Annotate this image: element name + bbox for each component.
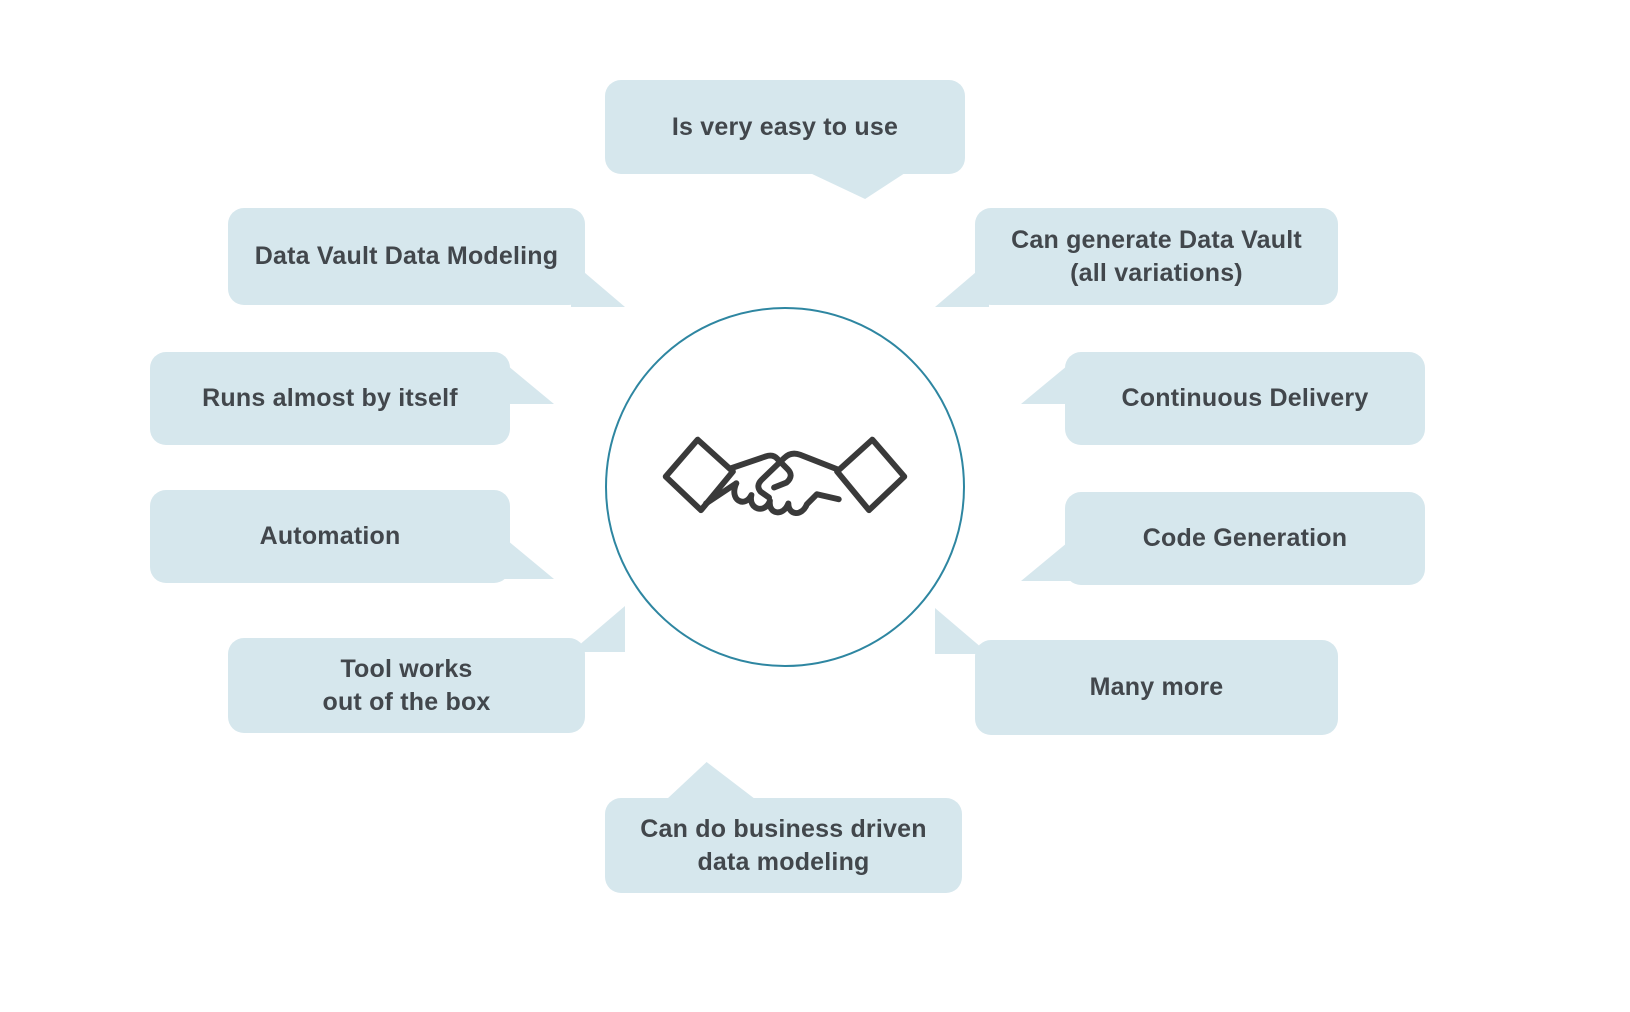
bubble-label: Runs almost by itself <box>202 384 458 413</box>
bubble-business-driven-modeling: Can do business driven data modeling <box>605 762 962 893</box>
bubble-automation: Automation <box>150 490 554 583</box>
bubble-label: Is very easy to use <box>671 112 899 141</box>
bubble-tail-pointer <box>935 608 989 654</box>
bubble-tail-pointer <box>1021 356 1079 404</box>
bubble-label: Code Generation <box>1142 524 1348 553</box>
bubble-label: Can generate Data Vault (all variations) <box>1011 226 1302 287</box>
bubble-many-more: Many more <box>935 608 1338 735</box>
bubble-runs-by-itself: Runs almost by itself <box>150 352 554 445</box>
bubble-continuous-delivery: Continuous Delivery <box>1021 352 1425 445</box>
bubble-tail-pointer <box>935 261 989 307</box>
bubble-out-of-the-box: Tool works out of the box <box>228 606 625 733</box>
bubble-label: Tool works out of the box <box>322 655 491 716</box>
bubble-tail-pointer <box>496 356 554 404</box>
bubble-label: Can do business driven data modeling <box>640 815 927 876</box>
bubble-tail-pointer <box>810 173 905 199</box>
bubble-label: Continuous Delivery <box>1121 384 1369 413</box>
bubble-generate-data-vault: Can generate Data Vault (all variations) <box>935 208 1338 307</box>
bubble-code-generation: Code Generation <box>1021 492 1425 585</box>
bubble-label: Data Vault Data Modeling <box>254 242 559 271</box>
handshake-icon <box>662 436 908 516</box>
bubble-label: Many more <box>1089 673 1224 702</box>
bubble-tail-pointer <box>1021 533 1079 581</box>
bubble-label: Automation <box>259 522 401 551</box>
bubble-tail-pointer <box>571 261 625 307</box>
bubble-tail-pointer <box>571 606 625 652</box>
bubble-tail-pointer <box>667 762 755 799</box>
bubble-easy-to-use: Is very easy to use <box>605 80 965 199</box>
bubble-data-vault-modeling: Data Vault Data Modeling <box>228 208 625 307</box>
bubble-tail-pointer <box>496 531 554 579</box>
center-circle <box>605 307 965 667</box>
